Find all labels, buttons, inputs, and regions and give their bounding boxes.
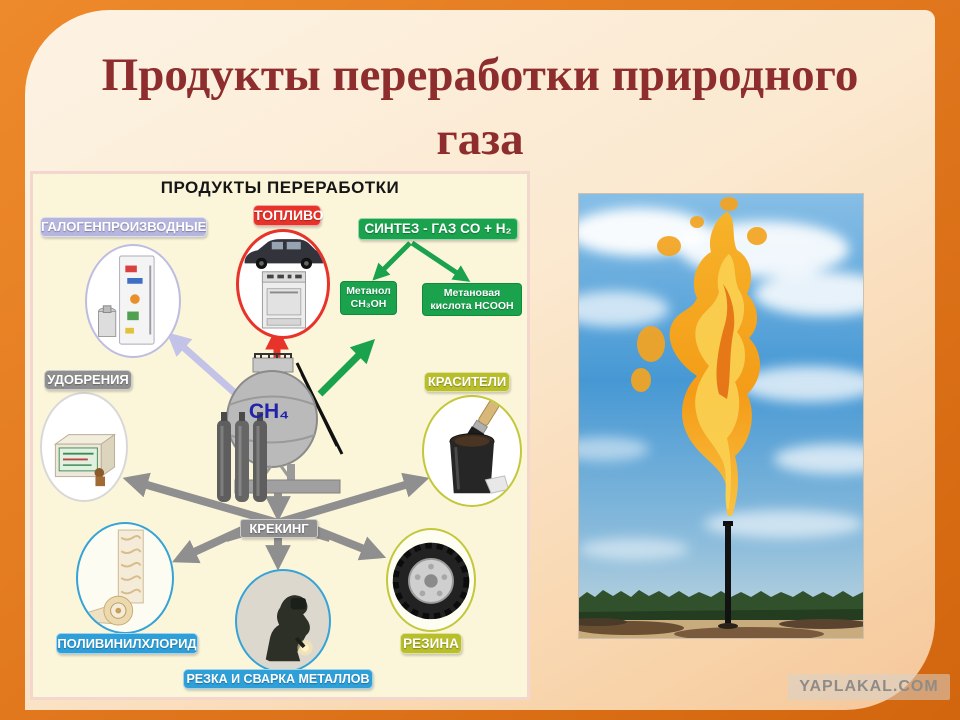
slide-title-line2: газа: [436, 113, 524, 165]
welding-ellipse: [235, 569, 331, 673]
label-methanol-line2: CH₃OH: [350, 298, 387, 311]
label-cracking: КРЕКИНГ: [240, 519, 318, 538]
slide-title-line1: Продукты переработки природного: [101, 49, 859, 101]
label-methanol: Метанол CH₃OH: [340, 281, 397, 315]
label-pvc: ПОЛИВИНИЛХЛОРИД: [56, 633, 198, 654]
gas-tank-icon: [217, 353, 344, 502]
diagram-header: ПРОДУКТЫ ПЕРЕРАБОТКИ: [160, 178, 400, 197]
label-syngas: СИНТЕЗ - ГАЗ CO + H₂: [358, 218, 518, 240]
welder-icon: [265, 595, 313, 662]
label-halogens: ГАЛОГЕНПРОИЗВОДНЫЕ: [40, 217, 207, 237]
label-methanoic-acid: Метановая кислота HCOOH: [422, 283, 522, 316]
label-methanoic-line2: кислота HCOOH: [430, 300, 514, 313]
label-fertilizers: УДОБРЕНИЯ: [44, 370, 132, 390]
fertilizer-box-icon: [53, 433, 117, 487]
label-methanol-line1: Метанол: [346, 285, 391, 297]
methane-formula: CH₄: [248, 400, 290, 423]
label-metal-cutting-welding: РЕЗКА И СВАРКА МЕТАЛЛОВ: [183, 669, 373, 689]
dyes-ellipse: [422, 395, 522, 507]
tire-icon: [392, 542, 470, 620]
label-dyes: КРАСИТЕЛИ: [424, 372, 510, 392]
label-methanoic-line1: Метановая: [443, 287, 501, 299]
label-fuel: ТОПЛИВО: [253, 205, 324, 226]
gas-flare-photo: [578, 193, 864, 639]
watermark: YAPLAKAL.COM: [788, 674, 950, 700]
label-rubber: РЕЗИНА: [400, 633, 462, 654]
fuel-ellipse: [236, 229, 330, 339]
halogens-ellipse: [85, 244, 181, 358]
pvc-roll-icon: [86, 529, 144, 626]
pvc-ellipse: [76, 522, 174, 634]
car-and-stove-icon: [244, 239, 324, 329]
fertilizers-ellipse: [40, 392, 128, 502]
paint-bucket-icon: [449, 400, 510, 494]
refrigerator-icon: [98, 255, 155, 345]
rubber-ellipse: [386, 528, 476, 632]
